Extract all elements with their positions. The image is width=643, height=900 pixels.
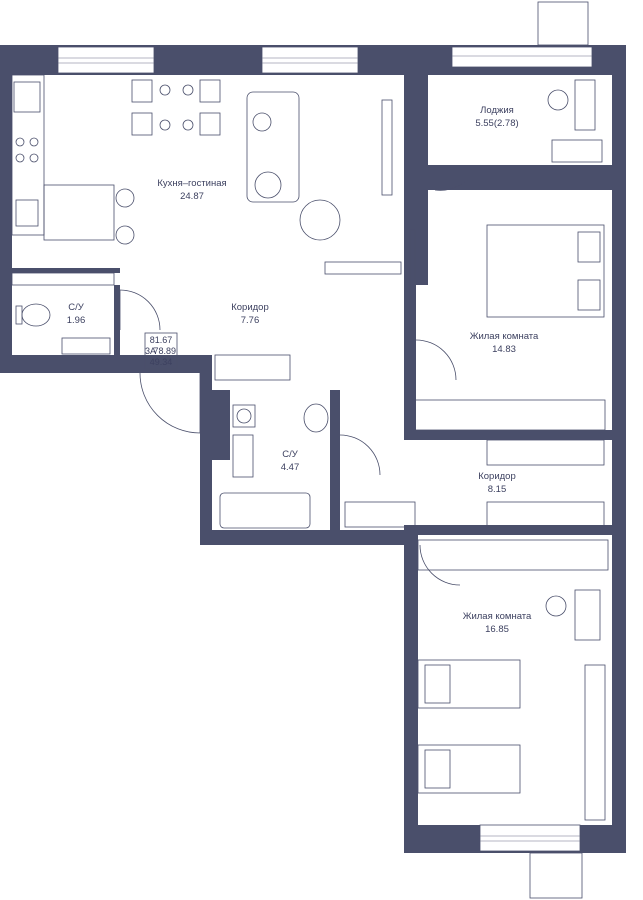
loggia-furniture [434, 79, 603, 191]
corridor2-area: 8.15 [488, 484, 507, 495]
bath2-area: 4.47 [281, 462, 300, 473]
bedroom2-name: Жилая комната [463, 611, 532, 622]
walls [0, 45, 626, 853]
kitchen-furniture [11, 74, 402, 275]
bedroom2-furniture [417, 539, 609, 821]
kitchen-area: 24.87 [180, 191, 204, 202]
kitchen-name: Кухня–гостиная [157, 178, 226, 189]
bath2-fixtures [219, 403, 381, 529]
corridor2-name: Коридор [478, 471, 516, 482]
corridor2-wardrobes [214, 354, 605, 528]
loggia-name: Лоджия [480, 105, 514, 116]
bedroom1-name: Жилая комната [470, 331, 539, 342]
corridor1-area: 7.76 [241, 315, 260, 326]
loggia-area: 5.55(2.78) [475, 118, 518, 129]
balconies [529, 1, 589, 899]
bath2-name: С/У [282, 449, 299, 460]
room-labels: Кухня–гостиная 24.87 Лоджия 5.55(2.78) С… [67, 105, 539, 635]
windows [57, 46, 593, 852]
entrance-door [139, 372, 201, 434]
summary-type: 3А [145, 346, 156, 356]
apartment-summary: 81.67 3А 78.89 49.34 [144, 332, 178, 370]
summary-reduced: 78.89 [153, 346, 176, 356]
bath1-name: С/У [68, 302, 85, 313]
bath1-area: 1.96 [67, 315, 86, 326]
corridor1-name: Коридор [231, 302, 269, 313]
bedroom2-area: 16.85 [485, 624, 509, 635]
bedroom1-furniture [409, 224, 606, 431]
summary-living: 49.34 [150, 357, 173, 367]
summary-total: 81.67 [150, 335, 173, 345]
bath1-fixtures [11, 272, 161, 355]
bedroom1-area: 14.83 [492, 344, 516, 355]
